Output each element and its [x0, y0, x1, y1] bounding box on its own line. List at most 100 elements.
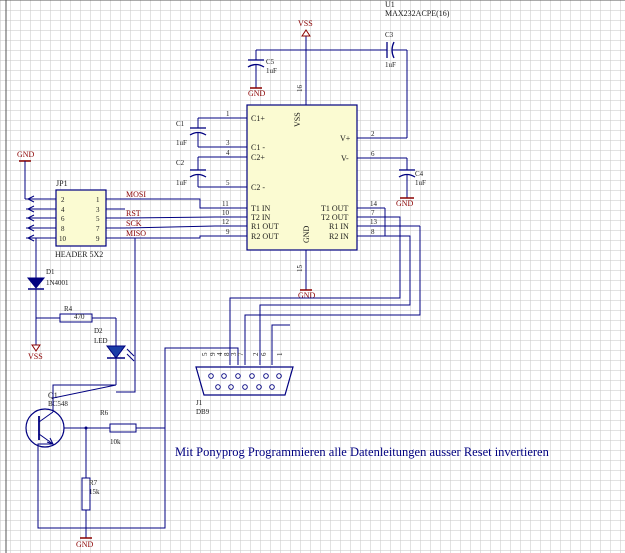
u1-pin-name: R1 IN [329, 222, 349, 231]
r4-resistor[interactable]: R4 470 [36, 305, 116, 323]
jp1-pin-number: 2 [61, 196, 65, 204]
r4-value: 470 [74, 313, 85, 321]
u1-pin-number: 14 [370, 200, 378, 208]
j1-part: DB9 [196, 408, 210, 416]
u1-ic[interactable]: U1 MAX232ACPE(16) C1+ C1 - C2+ C2 - T1 I… [215, 0, 450, 290]
u1-pin-name: T1 IN [251, 204, 271, 213]
jp1-pin-number: 1 [96, 196, 100, 204]
r7-value: 15k [89, 488, 100, 496]
j1-pin-number: 3 [230, 352, 238, 356]
gnd-label: GND [17, 150, 35, 159]
u1-pin-number: 4 [226, 149, 230, 157]
c2-name: C2 [176, 159, 185, 167]
c4-gnd-label: GND [396, 199, 414, 208]
r6-value: 10k [110, 438, 121, 446]
d2-name: D2 [94, 327, 103, 335]
u1-pin-number: 6 [371, 150, 375, 158]
jp1-pin-number: 4 [61, 206, 65, 214]
net-label-miso: MISO [126, 229, 146, 238]
net-label-mosi: MOSI [126, 190, 146, 199]
gnd-symbol-bottom: GND [76, 537, 94, 549]
programming-note: Mit Ponyprog Programmieren alle Datenlei… [175, 445, 550, 459]
u1-part: MAX232ACPE(16) [385, 9, 450, 18]
u1-body [246, 104, 358, 251]
c5-name: C5 [266, 58, 275, 66]
jp1-to-u1-wires [124, 198, 216, 239]
vss-label: VSS [298, 19, 313, 28]
u1-left-pins [215, 117, 247, 237]
jp1-left-pin-lines [26, 198, 56, 239]
c4-capacitor[interactable]: C4 1uF GND [396, 158, 426, 208]
d2-led[interactable]: D2 LED [94, 318, 135, 385]
j1-pin-number: 1 [276, 352, 284, 356]
vss-symbol-top: VSS [298, 19, 313, 37]
u1-to-db9-wires [229, 208, 421, 365]
u1-pin-number: 3 [226, 139, 230, 147]
u1-pin-name: R1 OUT [251, 222, 279, 231]
u1-gnd-label: GND [302, 225, 311, 243]
d1-name: D1 [46, 268, 55, 276]
j1-pin-number: 2 [252, 352, 260, 356]
c1-value: 1uF [176, 139, 187, 147]
u1-vss-pin-number: 16 [296, 85, 304, 93]
c2-capacitor[interactable]: C2 1uF [176, 156, 220, 188]
j1-db9-connector[interactable]: J1 DB9 5 9 4 8 3 7 2 6 1 [195, 352, 294, 416]
j1-pin-number: 6 [260, 352, 268, 356]
c4-name: C4 [415, 170, 424, 178]
u1-pin-number: 9 [226, 228, 230, 236]
u1-gnd-pin-number: 15 [296, 265, 304, 273]
r7-resistor[interactable]: R7 15k [81, 426, 100, 539]
jp1-pin-number: 6 [61, 215, 65, 223]
j1-pin-number: 8 [223, 352, 231, 356]
j1-name: J1 [196, 399, 203, 407]
c3-name: C3 [385, 31, 394, 39]
jp1-pin-number: 3 [96, 206, 100, 214]
u1-pin-name: C2+ [251, 153, 265, 162]
gnd-label: GND [76, 540, 94, 549]
u1-pin-number: 7 [371, 209, 375, 217]
d1-diode[interactable]: D1 1N4001 [26, 238, 69, 345]
jp1-left-pin-heads [26, 195, 35, 242]
u1-pin-name: R2 OUT [251, 232, 279, 241]
r7-name: R7 [89, 479, 98, 487]
c1-name: C1 [176, 120, 185, 128]
u1-pin-number: 8 [371, 228, 375, 236]
jp1-header[interactable]: JP1 HEADER 5X2 2 4 6 8 10 1 3 [26, 179, 125, 259]
u1-vss-label: VSS [293, 112, 302, 127]
transistor-wires [37, 238, 239, 529]
jp1-pin-number: 7 [96, 225, 100, 233]
j1-shell [195, 366, 294, 396]
jp1-pin-number: 5 [96, 215, 100, 223]
jp1-pin-number: 10 [59, 235, 67, 243]
u1-pin-number: 13 [370, 218, 378, 226]
net-label-sck: SCK [126, 219, 142, 228]
u1-pin-name: C2 - [251, 183, 265, 192]
c5-gnd-label: GND [248, 89, 266, 98]
jp1-pin-number: 9 [96, 235, 100, 243]
c1-capacitor[interactable]: C1 1uF [176, 117, 220, 148]
net-label-rst: RST [126, 209, 141, 218]
c5-capacitor[interactable]: C5 1uF GND [247, 49, 306, 98]
u1-pin-number: 10 [222, 209, 230, 217]
u1-pin-number: 2 [371, 130, 375, 138]
j1-pin-number: 4 [216, 352, 224, 356]
u1-pin-name: T2 OUT [321, 213, 348, 222]
gnd-symbol-u1: GND [298, 289, 316, 300]
u1-pin-name: V+ [340, 134, 351, 143]
jp1-name: JP1 [56, 179, 68, 188]
c3-value: 1uF [385, 61, 396, 69]
u1-pin-name: R2 IN [329, 232, 349, 241]
c2-value: 1uF [176, 179, 187, 187]
u1-pin-name: T2 IN [251, 213, 271, 222]
jp1-body [55, 189, 107, 247]
vss-label: VSS [28, 352, 43, 361]
u1-designator: U1 [385, 0, 395, 9]
gnd-label: GND [298, 291, 316, 300]
r4-name: R4 [64, 305, 73, 313]
c3-capacitor[interactable]: C3 1uF [306, 31, 408, 138]
jp1-pin-number: 8 [61, 225, 65, 233]
u1-pin-number: 11 [222, 200, 229, 208]
j1-pin-number: 9 [209, 352, 217, 356]
